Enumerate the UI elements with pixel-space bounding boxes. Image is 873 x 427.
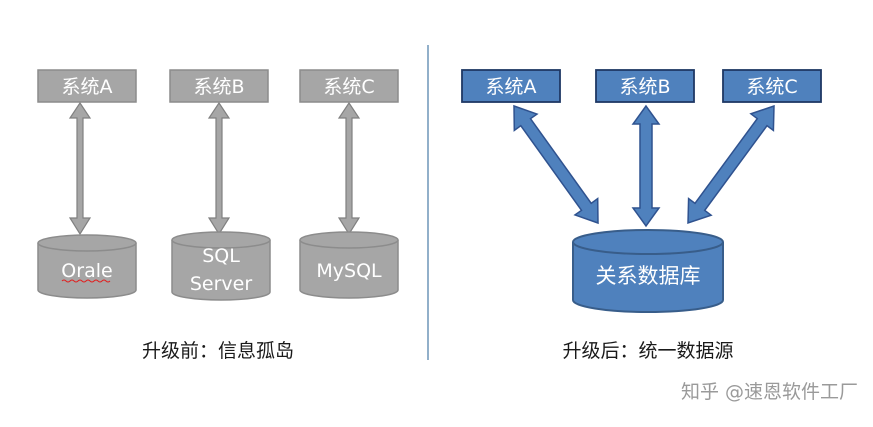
left-db-orale-label: Orale	[61, 260, 112, 282]
left-db-orale: Orale	[37, 234, 137, 299]
watermark: 知乎 @速恩软件工厂	[681, 381, 858, 403]
right-arrow-c	[687, 104, 775, 225]
right-caption: 升级后：统一数据源	[562, 340, 733, 362]
left-system-a-box: 系统A	[37, 69, 137, 103]
left-db-mysql-label: MySQL	[316, 260, 382, 282]
right-db-relational: 关系数据库	[572, 229, 724, 313]
left-db-mysql: MySQL	[299, 231, 399, 299]
left-system-c-label: 系统C	[323, 76, 374, 98]
right-system-c-box: 系统C	[722, 69, 822, 103]
left-db-sql-label: SQL	[202, 245, 240, 267]
right-system-b-box: 系统B	[595, 69, 695, 103]
left-system-b-label: 系统B	[193, 76, 244, 98]
right-system-a-label: 系统A	[486, 76, 537, 98]
left-arrow-c	[337, 101, 361, 236]
left-system-b-box: 系统B	[169, 69, 269, 103]
right-system-c-label: 系统C	[746, 76, 797, 98]
spellcheck-underline	[61, 279, 111, 283]
left-db-server-label: Server	[190, 273, 252, 295]
left-caption: 升级前：信息孤岛	[142, 340, 294, 362]
left-system-c-box: 系统C	[299, 69, 399, 103]
right-arrow-b	[631, 104, 661, 228]
left-system-a-label: 系统A	[62, 76, 113, 98]
left-db-sql-server: SQL Server	[171, 231, 271, 301]
left-arrow-b	[207, 101, 231, 236]
right-db-label: 关系数据库	[596, 264, 701, 288]
right-system-a-box: 系统A	[461, 69, 561, 103]
right-system-b-label: 系统B	[619, 76, 670, 98]
right-arrow-a	[513, 104, 599, 225]
left-arrow-a	[68, 101, 92, 236]
